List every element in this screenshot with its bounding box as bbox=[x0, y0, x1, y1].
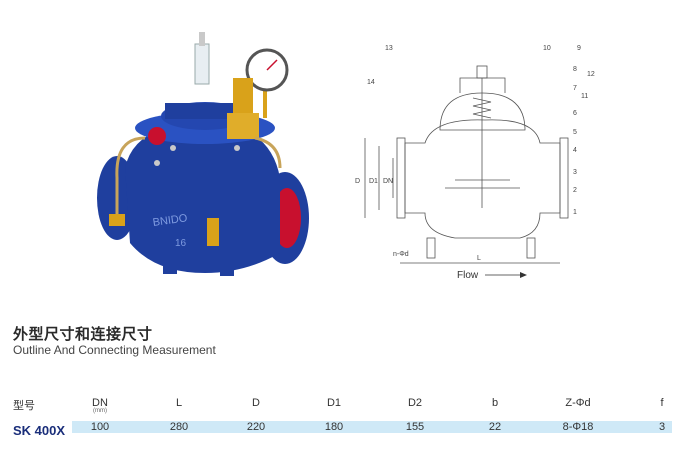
dim-label-nd: n-Φd bbox=[393, 251, 409, 258]
cell-d: 220 bbox=[246, 421, 266, 433]
header-d2: D2 bbox=[407, 397, 423, 409]
callout-5: 5 bbox=[573, 129, 577, 136]
cell-model: SK 400X bbox=[13, 423, 66, 438]
callout-1: 1 bbox=[573, 209, 577, 216]
brand-text: BNIDO bbox=[152, 212, 189, 229]
callout-7: 7 bbox=[573, 85, 577, 92]
table-row: SK 400X 100 280 220 180 155 22 8-Φ18 3 bbox=[0, 421, 689, 438]
cell-l: 280 bbox=[169, 421, 189, 433]
header-zphid: Z-Φd bbox=[565, 397, 591, 409]
cell-f: 3 bbox=[658, 421, 666, 433]
callout-13: 13 bbox=[385, 45, 393, 52]
callout-10: 10 bbox=[543, 45, 551, 52]
header-model: 型号 bbox=[13, 399, 35, 412]
cell-b: 22 bbox=[488, 421, 502, 433]
callout-14: 14 bbox=[367, 79, 375, 86]
table-header-row: 型号 DN (mm) L D D1 D2 b Z-Φd f bbox=[0, 397, 689, 417]
header-dn-label: DN bbox=[92, 397, 108, 409]
callout-8: 8 bbox=[573, 66, 577, 73]
header-b: b bbox=[491, 397, 499, 409]
cell-zphid: 8-Φ18 bbox=[562, 421, 594, 433]
header-f: f bbox=[660, 397, 664, 409]
header-d: D bbox=[252, 397, 260, 409]
callout-4: 4 bbox=[573, 147, 577, 154]
dim-label-d1: D1 bbox=[369, 178, 378, 185]
callout-9: 9 bbox=[577, 45, 581, 52]
section-title-cn: 外型尺寸和连接尺寸 bbox=[13, 325, 153, 343]
callout-12: 12 bbox=[587, 71, 595, 78]
valve-body bbox=[125, 123, 280, 273]
dim-label-d: D bbox=[355, 178, 360, 185]
pressure-rating-text: 16 bbox=[175, 238, 187, 249]
callout-6: 6 bbox=[573, 110, 577, 117]
section-title-en: Outline And Connecting Measurement bbox=[13, 343, 216, 357]
header-dn-unit: (mm) bbox=[92, 408, 107, 414]
header-d1: D1 bbox=[326, 397, 342, 409]
table-row-highlight bbox=[72, 421, 672, 433]
cell-d1: 180 bbox=[324, 421, 344, 433]
header-dn: DN (mm) bbox=[92, 397, 108, 414]
header-l: L bbox=[175, 397, 183, 409]
red-handwheel bbox=[148, 127, 166, 145]
callout-11: 11 bbox=[581, 93, 588, 100]
flow-label: Flow bbox=[457, 270, 479, 281]
dim-label-dn: DN bbox=[383, 178, 393, 185]
glass-indicator bbox=[194, 43, 210, 85]
cell-d2: 155 bbox=[405, 421, 425, 433]
callout-3: 3 bbox=[573, 169, 577, 176]
callout-2: 2 bbox=[573, 187, 577, 194]
cell-dn: 100 bbox=[90, 421, 110, 433]
dimension-table: 型号 DN (mm) L D D1 D2 b Z-Φd f SK 400X 10… bbox=[0, 397, 689, 438]
valve-photo: BNIDO 16 bbox=[97, 32, 309, 276]
dim-label-l: L bbox=[477, 255, 481, 262]
cross-section-drawing: 13 10 9 8 12 7 11 6 5 4 3 2 1 14 D D1 DN… bbox=[355, 45, 595, 281]
